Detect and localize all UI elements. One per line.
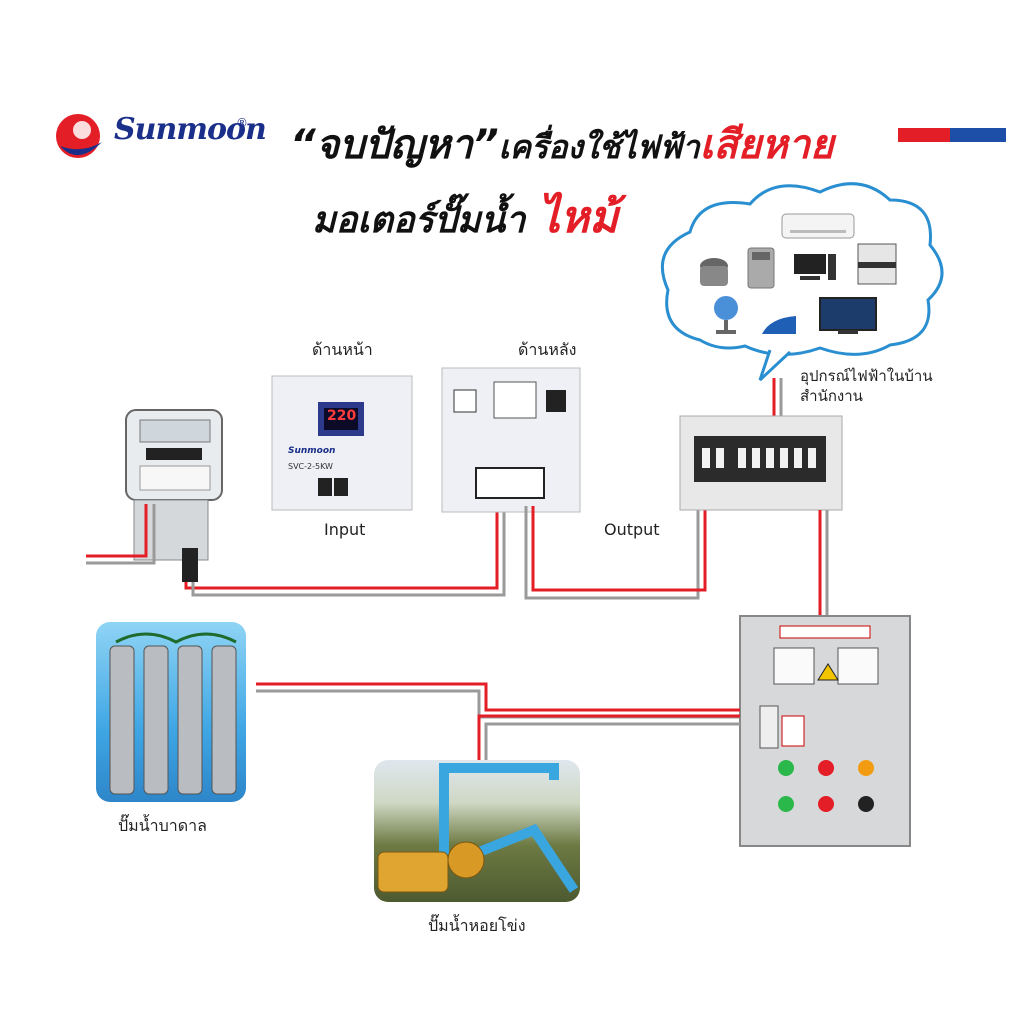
- label-submersible-pump: ปั๊มน้ำบาดาล: [118, 816, 207, 835]
- label-input: Input: [324, 520, 366, 539]
- computer-icon: [794, 254, 836, 280]
- label-front: ด้านหน้า: [312, 340, 373, 359]
- submersible-pump-photo: [96, 622, 246, 802]
- fan-icon: [714, 296, 738, 334]
- television-icon: [819, 297, 877, 334]
- headline-quote: “จบปัญหา”: [290, 122, 499, 168]
- copier-icon: [857, 243, 897, 285]
- air-conditioner-icon: [781, 213, 855, 239]
- iron-icon: [762, 316, 796, 334]
- centrifugal-pump-photo: [374, 760, 580, 902]
- stabilizer-back: [441, 367, 581, 513]
- headline-line2: มอเตอร์ปั๊มน้ำ ไหม้: [312, 182, 618, 252]
- pump-control-box: [739, 615, 911, 847]
- stabilizer-model: SVC-2-5KW: [288, 462, 333, 471]
- accent-stripe-blue: [950, 128, 1006, 142]
- headline-motor: มอเตอร์ปั๊มน้ำ: [312, 200, 526, 241]
- stabilizer-front: [271, 375, 413, 511]
- rice-cooker-icon: [700, 258, 728, 286]
- brand-logo: Sunmoon ®: [52, 108, 267, 164]
- label-back: ด้านหลัง: [518, 340, 577, 359]
- washing-machine-icon: [747, 247, 775, 289]
- headline-damaged: เสียหาย: [699, 122, 834, 168]
- stabilizer-brand: Sunmoon: [288, 446, 336, 456]
- label-appliances-1: อุปกรณ์ไฟฟ้าในบ้าน: [800, 367, 933, 385]
- label-output: Output: [604, 520, 660, 539]
- brand-name: Sunmoon: [114, 112, 267, 147]
- sunmoon-logo-icon: [56, 114, 102, 158]
- headline-line1: “จบปัญหา”เครื่องใช้ไฟฟ้าเสียหาย: [290, 112, 834, 176]
- headline-mid: เครื่องใช้ไฟฟ้า: [498, 128, 700, 166]
- accent-stripe-red: [898, 128, 950, 142]
- submersible-pump-icon: [109, 632, 237, 795]
- breaker-panel: [679, 415, 843, 511]
- registered-mark: ®: [236, 116, 248, 130]
- stabilizer-display: 220: [327, 408, 357, 424]
- label-centrifugal-pump: ปั๊มน้ำหอยโข่ง: [428, 916, 526, 935]
- headline-burn: ไหม้: [537, 192, 619, 243]
- label-appliances-2: สำนักงาน: [800, 387, 863, 405]
- centrifugal-pump-icon: [377, 763, 579, 893]
